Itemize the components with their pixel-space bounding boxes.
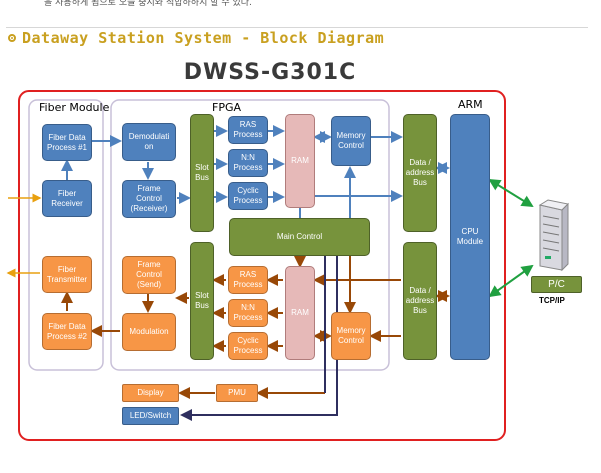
nn-process-bottom-block: N:N Process xyxy=(228,299,268,327)
led-switch-block: LED/Switch xyxy=(122,407,179,425)
data-address-bus-top-block: Data / address Bus xyxy=(403,114,437,232)
nn-process-top-block: N:N Process xyxy=(228,149,268,177)
slot-bus-top-block: Slot Bus xyxy=(190,114,214,232)
cyclic-process-top-block: Cyclic Process xyxy=(228,182,268,210)
slot-bus-bottom-block: Slot Bus xyxy=(190,242,214,360)
top-partial-text: 을 사용하게 됨으로 오늘 중지와 적합하하지 할 수 있다. xyxy=(44,0,252,8)
pc-label-box: P/C xyxy=(531,276,582,293)
section-divider xyxy=(6,27,588,28)
tcp-ip-label: TCP/IP xyxy=(539,296,565,305)
ras-process-top-block: RAS Process xyxy=(228,116,268,144)
ram-top-block: RAM xyxy=(285,114,315,208)
ram-bottom-block: RAM xyxy=(285,266,315,360)
arm-label: ARM xyxy=(458,98,483,111)
frame-control-send-block: Frame Control (Send) xyxy=(122,256,176,294)
memory-control-top-block: Memory Control xyxy=(331,116,371,166)
section-title-text: Dataway Station System - Block Diagram xyxy=(22,29,385,47)
fiber-data-process-1-block: Fiber Data Process #1 xyxy=(42,124,92,161)
modulation-block: Modulation xyxy=(122,313,176,351)
data-address-bus-bottom-block: Data / address Bus xyxy=(403,242,437,360)
pmu-block: PMU xyxy=(216,384,258,402)
memory-control-bottom-block: Memory Control xyxy=(331,312,371,360)
display-block: Display xyxy=(122,384,179,402)
ras-process-bottom-block: RAS Process xyxy=(228,266,268,294)
fiber-module-label: Fiber Module xyxy=(39,101,110,114)
bullet-icon xyxy=(8,34,16,42)
demodulation-block: Demodulati on xyxy=(122,123,176,161)
server-icon xyxy=(538,199,570,272)
fpga-label: FPGA xyxy=(212,101,242,114)
fiber-data-process-2-block: Fiber Data Process #2 xyxy=(42,313,92,350)
cpu-module-block: CPU Module xyxy=(450,114,490,360)
frame-control-receiver-block: Frame Control (Receiver) xyxy=(122,180,176,218)
fiber-receiver-block: Fiber Receiver xyxy=(42,180,92,217)
cyclic-process-bottom-block: Cyclic Process xyxy=(228,332,268,360)
fiber-transmitter-block: Fiber Transmitter xyxy=(42,256,92,293)
diagram-title: DWSS-G301C xyxy=(183,60,357,85)
main-control-block: Main Control xyxy=(229,218,370,256)
section-title: Dataway Station System - Block Diagram xyxy=(8,29,384,47)
